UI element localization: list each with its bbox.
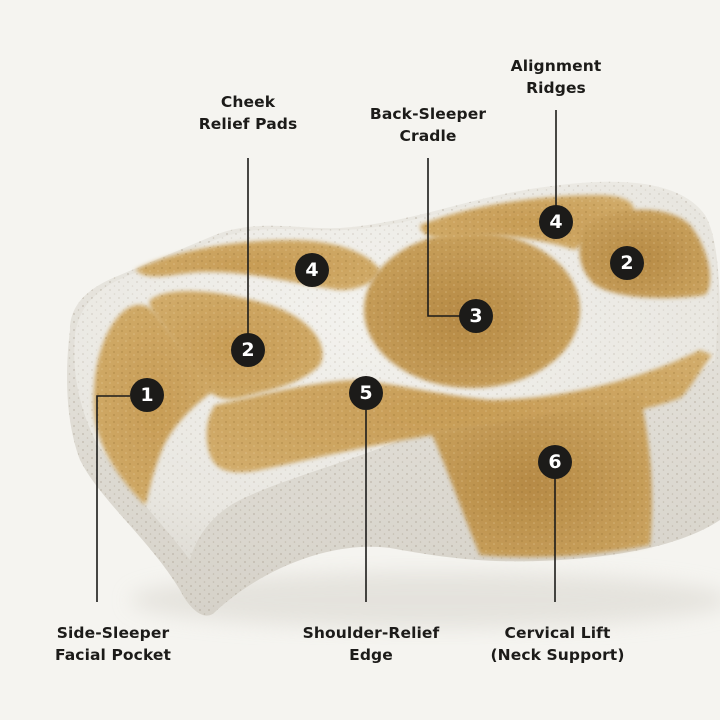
zone-shoulder-relief-edge <box>206 350 712 473</box>
marker-4-alignment-right[interactable]: 4 <box>539 205 573 239</box>
marker-1-side-sleeper[interactable]: 1 <box>130 378 164 412</box>
zone-cervical-lift <box>430 395 652 557</box>
label-cheek-relief-pads: Cheek Relief Pads <box>198 93 298 133</box>
zone-alignment-ridge-right <box>420 195 634 250</box>
leader-line-1 <box>96 395 130 602</box>
marker-2-cheek-relief-left[interactable]: 2 <box>231 333 265 367</box>
marker-6-cervical-lift[interactable]: 6 <box>538 445 572 479</box>
marker-2-cheek-relief-right[interactable]: 2 <box>610 246 644 280</box>
label-shoulder-relief-edge: Shoulder-Relief Edge <box>302 624 440 664</box>
leader-line-3 <box>427 158 460 317</box>
ground-shadow <box>130 572 720 628</box>
label-alignment-ridges: Alignment Ridges <box>510 57 602 97</box>
zone-cheek-relief-pad-right <box>579 209 710 298</box>
label-side-sleeper-facial-pocket: Side-Sleeper Facial Pocket <box>54 624 172 664</box>
leader-lines <box>96 110 557 602</box>
marker-5-shoulder-relief[interactable]: 5 <box>349 376 383 410</box>
marker-3-back-sleeper[interactable]: 3 <box>459 299 493 333</box>
label-cervical-lift: Cervical Lift (Neck Support) <box>490 624 625 664</box>
label-back-sleeper-cradle: Back-Sleeper Cradle <box>369 105 487 145</box>
marker-4-alignment-left[interactable]: 4 <box>295 253 329 287</box>
